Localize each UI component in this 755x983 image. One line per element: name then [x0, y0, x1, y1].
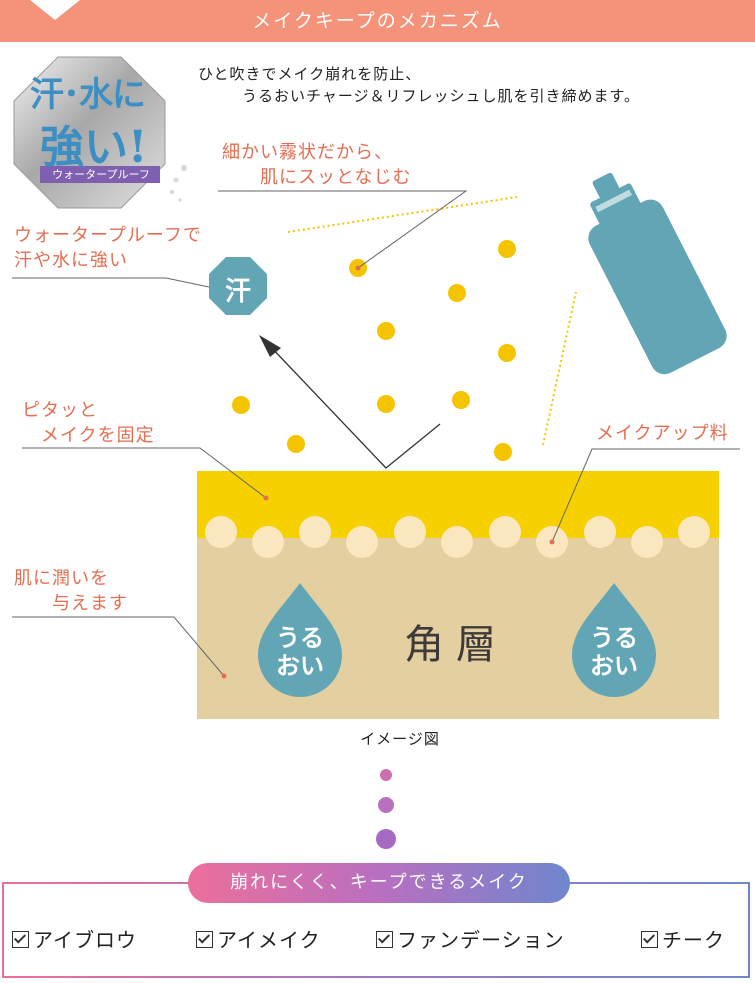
connector-dot — [380, 769, 392, 781]
mist-dot — [232, 396, 250, 414]
makeup-item-eye: アイメイク — [196, 924, 321, 953]
spray-bottle-icon — [588, 172, 727, 375]
badge-bubbles — [170, 165, 187, 202]
makeup-particle — [584, 516, 616, 548]
mist-dot — [377, 322, 395, 340]
makeup-item-label: ファンデーション — [397, 928, 565, 952]
mist-dot — [498, 240, 516, 258]
leader-dot — [221, 673, 227, 679]
intro-line-1: ひと吹きでメイク崩れを防止、 — [198, 65, 422, 83]
mist-dot — [448, 284, 466, 302]
makeup-item-foundation: ファンデーション — [376, 924, 565, 953]
moisture-drop-right-icon — [572, 583, 656, 697]
mist-guide-line-bottom — [542, 291, 577, 446]
leader-dot — [549, 539, 555, 545]
connector-dot — [376, 829, 396, 849]
mist-dot — [377, 395, 395, 413]
repel-arrow — [267, 343, 441, 469]
mist-guide-line-top — [287, 196, 518, 233]
makeup-item-label: アイブロウ — [33, 928, 137, 952]
makeup-particles — [205, 516, 710, 558]
badge-ribbon: ウォータープルーフ — [52, 168, 150, 181]
makeup-item-label: アイメイク — [217, 928, 321, 952]
annotation-waterproof: ウォータープルーフで 汗や水に強い — [14, 225, 202, 271]
makeup-particle — [299, 516, 331, 548]
makeup-item-eyebrow: アイブロウ — [12, 924, 137, 953]
checkbox-icon — [196, 931, 213, 948]
mist-dot — [498, 344, 516, 362]
makeup-particle — [394, 516, 426, 548]
layer-label: 角層 — [404, 622, 508, 668]
drop-right-label: うる おい — [590, 624, 638, 680]
badge-line-1: 汗･水に — [30, 75, 146, 115]
header-bar — [0, 0, 755, 42]
annotation-makeup: メイクアップ料 — [596, 423, 729, 444]
summary-title: 崩れにくく、キープできるメイク — [188, 863, 570, 903]
header-notch — [30, 0, 80, 20]
makeup-item-label: チーク — [662, 928, 725, 952]
intro-line-2: うるおいチャージ＆リフレッシュし肌を引き締めます。 — [242, 87, 641, 105]
makeup-item-cheek: チーク — [641, 924, 725, 953]
mist-dot — [287, 435, 305, 453]
leader-moisture — [12, 616, 225, 677]
connector-dot — [378, 797, 394, 813]
sweat-octagon — [209, 257, 267, 315]
mist-dots — [232, 240, 516, 461]
makeup-particle — [346, 526, 378, 558]
waterproof-badge: 汗･水に 強い! ウォータープルーフ — [12, 55, 167, 210]
makeup-particle — [205, 516, 237, 548]
makeup-particle — [252, 526, 284, 558]
leader-dot — [263, 495, 269, 501]
leader-dot — [355, 265, 361, 271]
moisture-drop-left-icon — [258, 583, 342, 697]
leader-fix — [22, 447, 267, 499]
mist-dot — [452, 391, 470, 409]
leader-makeup — [551, 448, 740, 543]
annotation-mist: 細かい霧状だから、 肌にスッとなじむ — [222, 142, 412, 188]
checkbox-icon — [376, 931, 393, 948]
intro-text: ひと吹きでメイク崩れを防止、 うるおいチャージ＆リフレッシュし肌を引き締めます。 — [198, 63, 640, 107]
annotation-moisture: 肌に潤いを 与えます — [14, 568, 128, 614]
drop-left-label: うる おい — [276, 624, 324, 680]
makeup-particle — [678, 516, 710, 548]
badge-octagon — [13, 56, 166, 209]
makeup-particle — [631, 526, 663, 558]
checkbox-icon — [12, 931, 29, 948]
image-caption: イメージ図 — [360, 730, 440, 748]
page-title: メイクキープのメカニズム — [252, 10, 503, 32]
makeup-particle — [489, 516, 521, 548]
makeup-particle — [441, 526, 473, 558]
annotation-fix: ピタッと メイクを固定 — [22, 400, 155, 446]
checkbox-icon — [641, 931, 658, 948]
leader-waterproof — [12, 277, 210, 288]
mist-dot — [494, 443, 512, 461]
badge-line-2: 強い! — [40, 122, 148, 173]
leader-mist — [218, 190, 468, 269]
sweat-label: 汗 — [224, 277, 251, 307]
arrow-head — [259, 335, 281, 357]
